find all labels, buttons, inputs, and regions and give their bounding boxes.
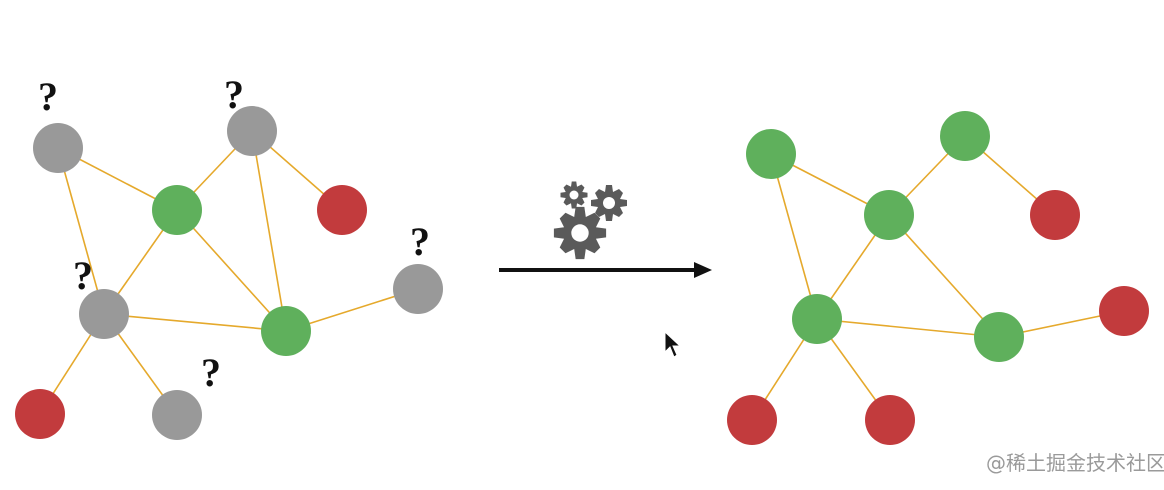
arrow-head xyxy=(694,262,712,278)
left-node-G-green xyxy=(261,306,311,356)
left-node-B-unknown xyxy=(227,106,277,156)
left-node-D-red xyxy=(317,185,367,235)
right-node-G-green xyxy=(974,312,1024,362)
left-edge-F-G xyxy=(103,313,287,332)
left-node-A-unknown xyxy=(33,123,83,173)
unknown-label-markers: ????? xyxy=(38,72,430,395)
question-mark-E: ? xyxy=(410,219,430,264)
right-node-E-red xyxy=(1099,286,1149,336)
right-graph-nodes xyxy=(727,111,1149,445)
left-graph-edges xyxy=(39,130,419,416)
right-node-I-red xyxy=(865,395,915,445)
right-node-A-green xyxy=(746,129,796,179)
right-edge-A-F xyxy=(770,153,818,320)
right-edge-F-G xyxy=(816,318,1000,338)
left-node-F-unknown xyxy=(79,289,129,339)
left-edge-A-F xyxy=(57,147,105,315)
question-mark-F: ? xyxy=(73,253,93,298)
right-node-H-red xyxy=(727,395,777,445)
mouse-cursor-icon xyxy=(664,330,682,358)
process-arrow xyxy=(499,262,712,278)
right-node-F-green xyxy=(792,294,842,344)
left-graph-nodes xyxy=(15,106,443,440)
left-node-I-unknown xyxy=(152,390,202,440)
left-node-H-red xyxy=(15,389,65,439)
left-node-C-green xyxy=(152,185,202,235)
gears-icon xyxy=(553,181,627,260)
right-node-C-green xyxy=(864,190,914,240)
question-mark-I: ? xyxy=(201,350,221,395)
right-node-D-red xyxy=(1030,190,1080,240)
watermark-text: @稀土掘金技术社区 xyxy=(986,451,1164,475)
right-node-B-green xyxy=(940,111,990,161)
right-graph-edges xyxy=(751,135,1125,421)
left-node-E-unknown xyxy=(393,264,443,314)
question-mark-A: ? xyxy=(38,74,58,119)
left-edge-C-G xyxy=(176,209,287,332)
right-edge-C-G xyxy=(888,214,1000,338)
left-edge-B-G xyxy=(251,130,287,332)
question-mark-B: ? xyxy=(224,72,244,117)
